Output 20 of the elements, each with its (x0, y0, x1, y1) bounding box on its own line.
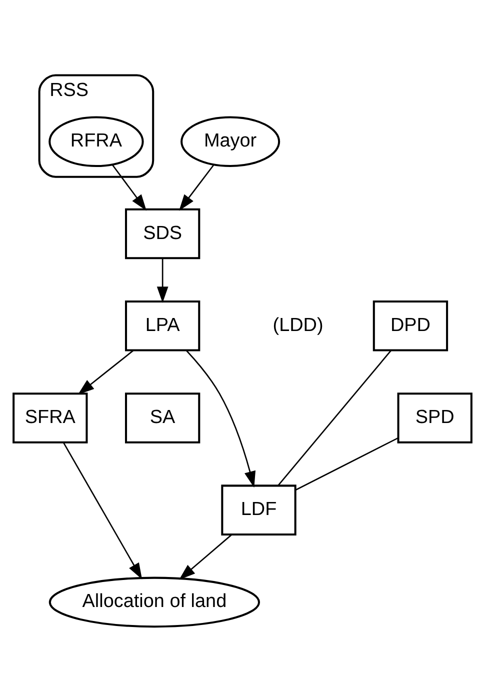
node-box: SA (125, 392, 200, 444)
arrow (186, 350, 256, 488)
arrow (62, 442, 142, 580)
arrow (156, 258, 168, 303)
node-box: SPD (397, 392, 472, 444)
arrow (179, 164, 214, 211)
node-box: SDS (125, 208, 200, 260)
node-box: LDF (221, 484, 296, 536)
node-ellipse: Allocation of land (48, 576, 260, 628)
node-box: DPD (372, 300, 448, 352)
arrow (78, 350, 134, 395)
connector (278, 350, 392, 486)
arrow (179, 534, 232, 580)
node-box: SFRA (12, 392, 88, 444)
connector (295, 437, 398, 491)
arrow (112, 164, 146, 211)
node-ellipse: RFRA (48, 116, 144, 168)
node-box: LPA (125, 300, 200, 352)
label: (LDD) (272, 314, 324, 336)
node-ellipse: Mayor (180, 116, 280, 168)
